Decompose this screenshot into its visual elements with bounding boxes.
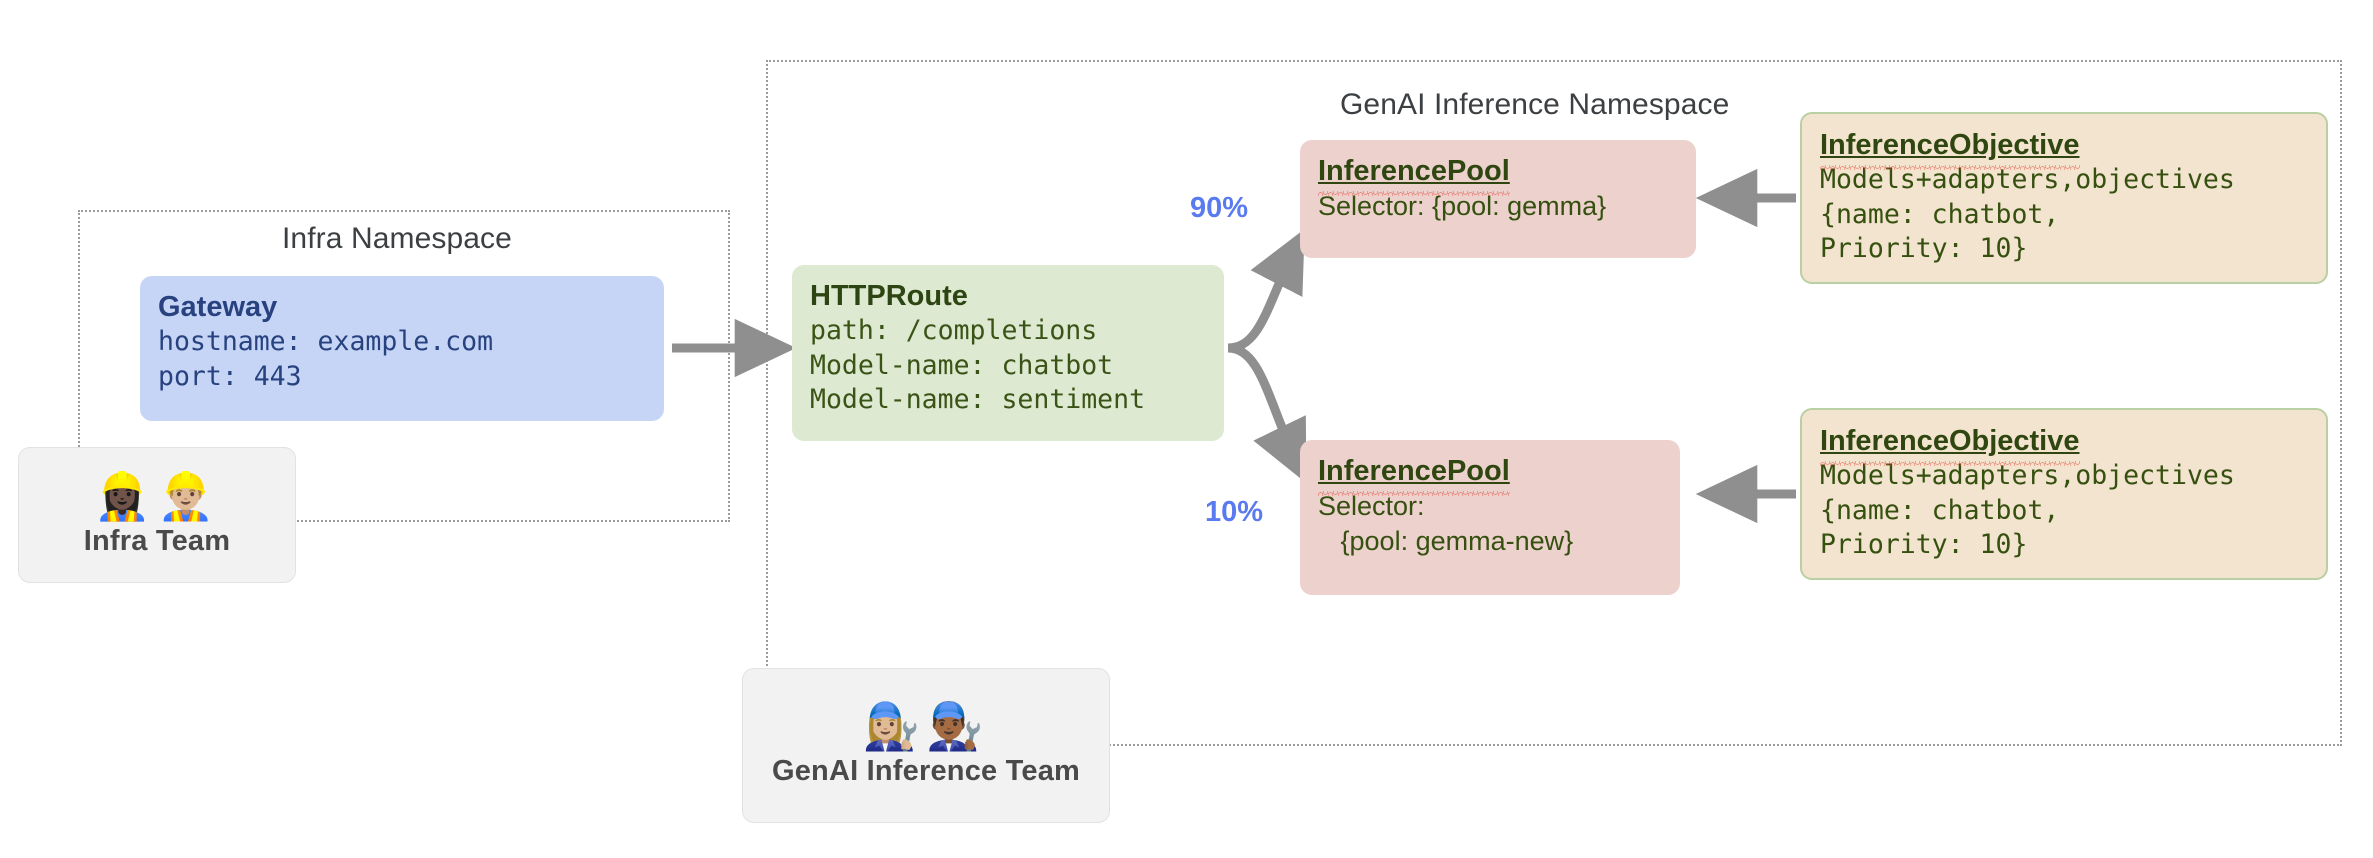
namespace-genai-label: GenAI Inference Namespace [1340, 88, 1730, 121]
card-inferenceobjective-1-line-3: Priority: 10} [1820, 233, 2028, 265]
card-inferencepool-1-line-1: Selector: {pool: gemma} [1318, 191, 1607, 222]
card-httproute-line-2: Model-name: chatbot [810, 349, 1114, 381]
card-inferenceobjective-2[interactable]: InferenceObjective Models+adapters,objec… [1800, 408, 2328, 580]
card-inferenceobjective-2-line-2: {name: chatbot, [1820, 494, 2060, 526]
card-inferencepool-2-line-2: {pool: gemma-new} [1318, 525, 1574, 556]
namespace-infra [78, 210, 730, 522]
card-inferenceobjective-1-line-2: {name: chatbot, [1820, 198, 2060, 230]
card-inferenceobjective-1-title: InferenceObjective [1820, 128, 2308, 171]
card-inferencepool-2[interactable]: InferencePool Selector: {pool: gemma-new… [1300, 440, 1680, 595]
team-chip-infra[interactable]: 👷🏿‍♀️👷🏼‍♂️ Infra Team [18, 447, 296, 583]
infra-team-label: Infra Team [83, 524, 231, 557]
card-inferencepool-2-line-1: Selector: [1318, 491, 1425, 522]
card-inferenceobjective-2-title: InferenceObjective [1820, 424, 2308, 467]
infra-team-avatars: 👷🏿‍♀️👷🏼‍♂️ [93, 468, 221, 523]
namespace-infra-label: Infra Namespace [282, 222, 512, 255]
weight-label-pool-2: 10% [1205, 496, 1264, 528]
weight-label-pool-1: 90% [1190, 192, 1249, 224]
card-gateway-title: Gateway [158, 291, 278, 323]
genai-team-avatars: 👩🏼‍🔧👨🏾‍🔧 [862, 699, 990, 753]
card-inferencepool-1[interactable]: InferencePool Selector: {pool: gemma} [1300, 140, 1696, 258]
card-httproute-title: HTTPRoute [810, 280, 968, 312]
team-chip-genai[interactable]: 👩🏼‍🔧👨🏾‍🔧 GenAI Inference Team [742, 668, 1110, 823]
card-httproute[interactable]: HTTPRoute path: /completions Model-name:… [792, 265, 1224, 441]
card-gateway-line-1: hostname: example.com [158, 326, 494, 358]
card-inferenceobjective-1[interactable]: InferenceObjective Models+adapters,objec… [1800, 112, 2328, 284]
card-gateway[interactable]: Gateway hostname: example.com port: 443 [140, 276, 664, 421]
card-httproute-line-3: Model-name: sentiment [810, 384, 1146, 416]
genai-team-label: GenAI Inference Team [771, 755, 1081, 787]
namespace-genai [766, 60, 2342, 746]
card-inferencepool-1-title: InferencePool [1318, 154, 1678, 197]
card-gateway-line-2: port: 443 [158, 360, 302, 392]
card-httproute-line-1: path: /completions [810, 315, 1098, 347]
card-inferencepool-2-title: InferencePool [1318, 454, 1662, 497]
card-inferenceobjective-2-line-3: Priority: 10} [1820, 529, 2028, 561]
